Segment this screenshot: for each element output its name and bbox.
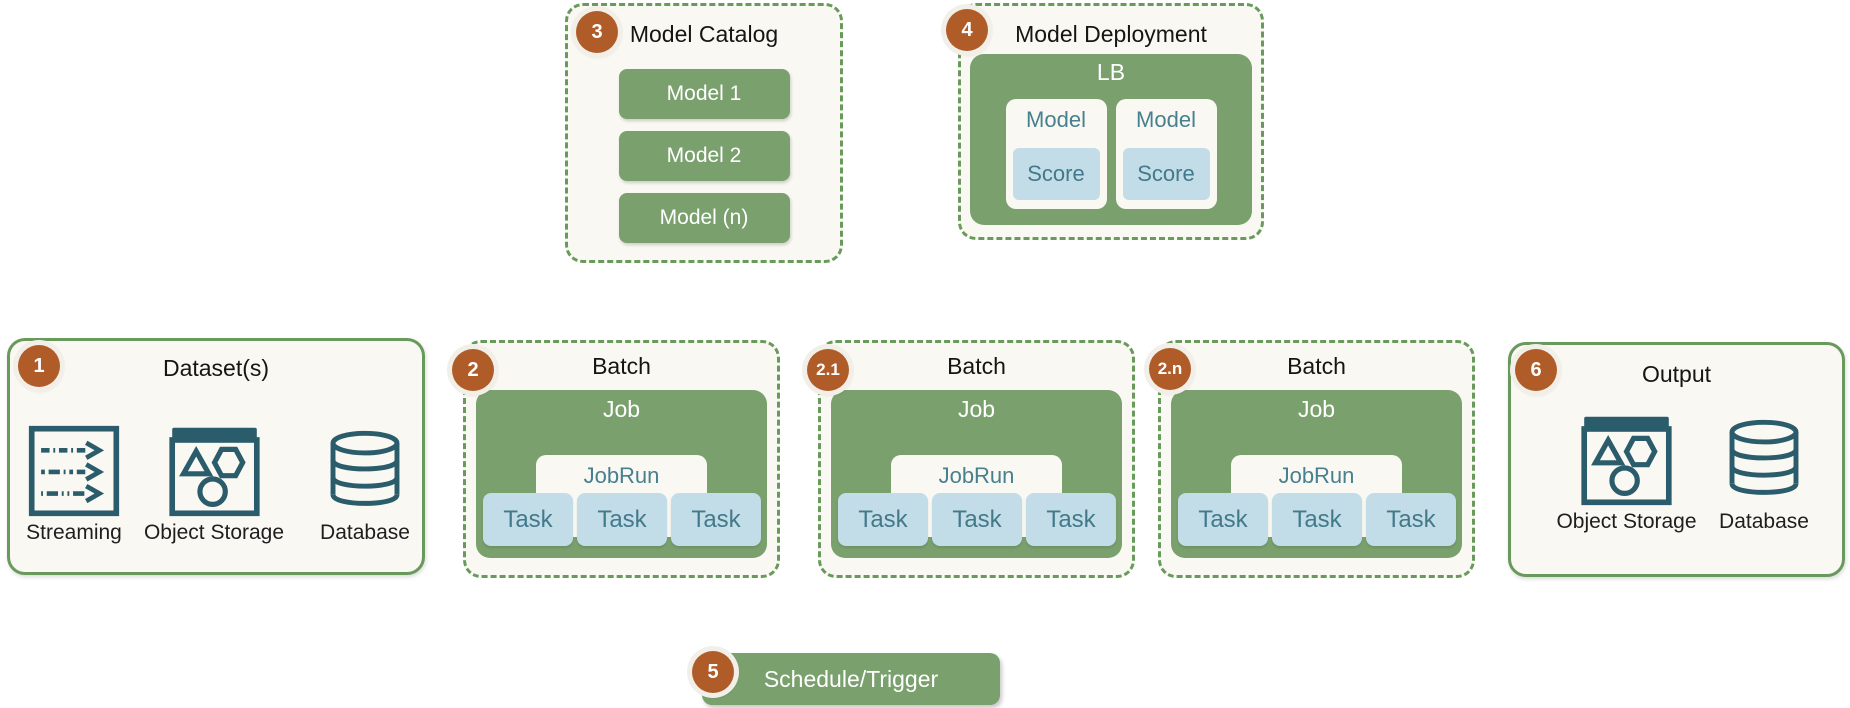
database-sink: Database [1709, 413, 1819, 534]
model-deployment-box: 4 Model Deployment LB Model Score Model … [946, 3, 1264, 240]
job-label: Job [957, 396, 996, 422]
output-box: 6 Output Object Storage Database [1508, 342, 1845, 577]
database-icon [1729, 419, 1799, 495]
task-chip: Task [932, 493, 1022, 546]
step-badge-6: 6 [1515, 349, 1557, 391]
schedule-trigger-label: Schedule/Trigger [763, 665, 939, 692]
job-box: Job JobRun Task Task Task [831, 390, 1122, 558]
model-replica-card: Model Score [1005, 99, 1107, 209]
replica-row: Model Score Model Score [970, 99, 1252, 209]
batch-title: Batch [592, 353, 651, 379]
step-badge-4: 4 [946, 9, 988, 51]
job-label: Job [602, 396, 641, 422]
object-storage-label: Object Storage [143, 521, 285, 544]
score-box: Score [1012, 148, 1100, 200]
model-2-pill: Model 2 [618, 131, 790, 181]
step-badge-3: 3 [576, 11, 618, 53]
task-row: Task Task Task [1178, 493, 1456, 546]
task-chip: Task [838, 493, 928, 546]
jobrun-label: JobRun [1278, 463, 1355, 488]
object-storage-source: Object Storage [140, 424, 288, 545]
batch-title: Batch [947, 353, 1006, 379]
streaming-label: Streaming [26, 521, 122, 544]
streaming-source: Streaming [18, 424, 130, 545]
batch-title: Batch [1287, 353, 1346, 379]
load-balancer-label: LB [1096, 59, 1126, 85]
database-label: Database [320, 521, 410, 544]
score-box: Score [1122, 148, 1210, 200]
task-chip: Task [1272, 493, 1362, 546]
replica-model-label: Model [1026, 107, 1086, 132]
model-catalog-title: Model Catalog [629, 21, 779, 47]
step-badge-5: 5 [692, 651, 734, 693]
object-storage-sink: Object Storage [1549, 413, 1704, 534]
step-badge-2-1: 2.1 [807, 349, 849, 391]
batch-box-2-n: 2.n Batch Job JobRun Task Task Task [1149, 340, 1475, 578]
job-box: Job JobRun Task Task Task [476, 390, 767, 558]
step-badge-1: 1 [18, 345, 60, 387]
model-1-pill: Model 1 [618, 69, 790, 119]
task-row: Task Task Task [838, 493, 1116, 546]
datasets-box: 1 Dataset(s) Streaming Object S [7, 338, 425, 575]
task-chip: Task [1366, 493, 1456, 546]
step-badge-2: 2 [452, 349, 494, 391]
task-row: Task Task Task [483, 493, 761, 546]
object-storage-icon [1581, 416, 1672, 506]
database-icon [330, 430, 400, 506]
replica-model-label: Model [1136, 107, 1196, 132]
task-chip: Task [671, 493, 761, 546]
model-catalog-box: 3 Model Catalog Model 1 Model 2 Model (n… [565, 3, 843, 263]
object-storage-label: Object Storage [1556, 510, 1697, 533]
step-badge-2-n: 2.n [1149, 348, 1191, 390]
database-label: Database [1719, 510, 1809, 533]
task-chip: Task [483, 493, 573, 546]
job-box: Job JobRun Task Task Task [1171, 390, 1462, 558]
jobrun-label: JobRun [583, 463, 660, 488]
streaming-icon [28, 425, 120, 517]
model-n-pill: Model (n) [618, 193, 790, 243]
job-label: Job [1297, 396, 1336, 422]
schedule-trigger-pill: 5 Schedule/Trigger [692, 651, 1000, 705]
model-replica-card: Model Score [1115, 99, 1217, 209]
object-storage-icon [168, 427, 260, 517]
batch-box-2: 2 Batch Job JobRun Task Task Task [452, 340, 780, 578]
output-title: Output [1641, 361, 1712, 387]
task-chip: Task [577, 493, 667, 546]
model-deployment-title: Model Deployment [1015, 21, 1207, 47]
load-balancer-box: LB Model Score Model Score [970, 54, 1252, 225]
task-chip: Task [1026, 493, 1116, 546]
datasets-title: Dataset(s) [162, 355, 270, 381]
batch-box-2-1: 2.1 Batch Job JobRun Task Task Task [807, 340, 1135, 578]
task-chip: Task [1178, 493, 1268, 546]
database-source: Database [315, 424, 415, 545]
jobrun-label: JobRun [938, 463, 1015, 488]
